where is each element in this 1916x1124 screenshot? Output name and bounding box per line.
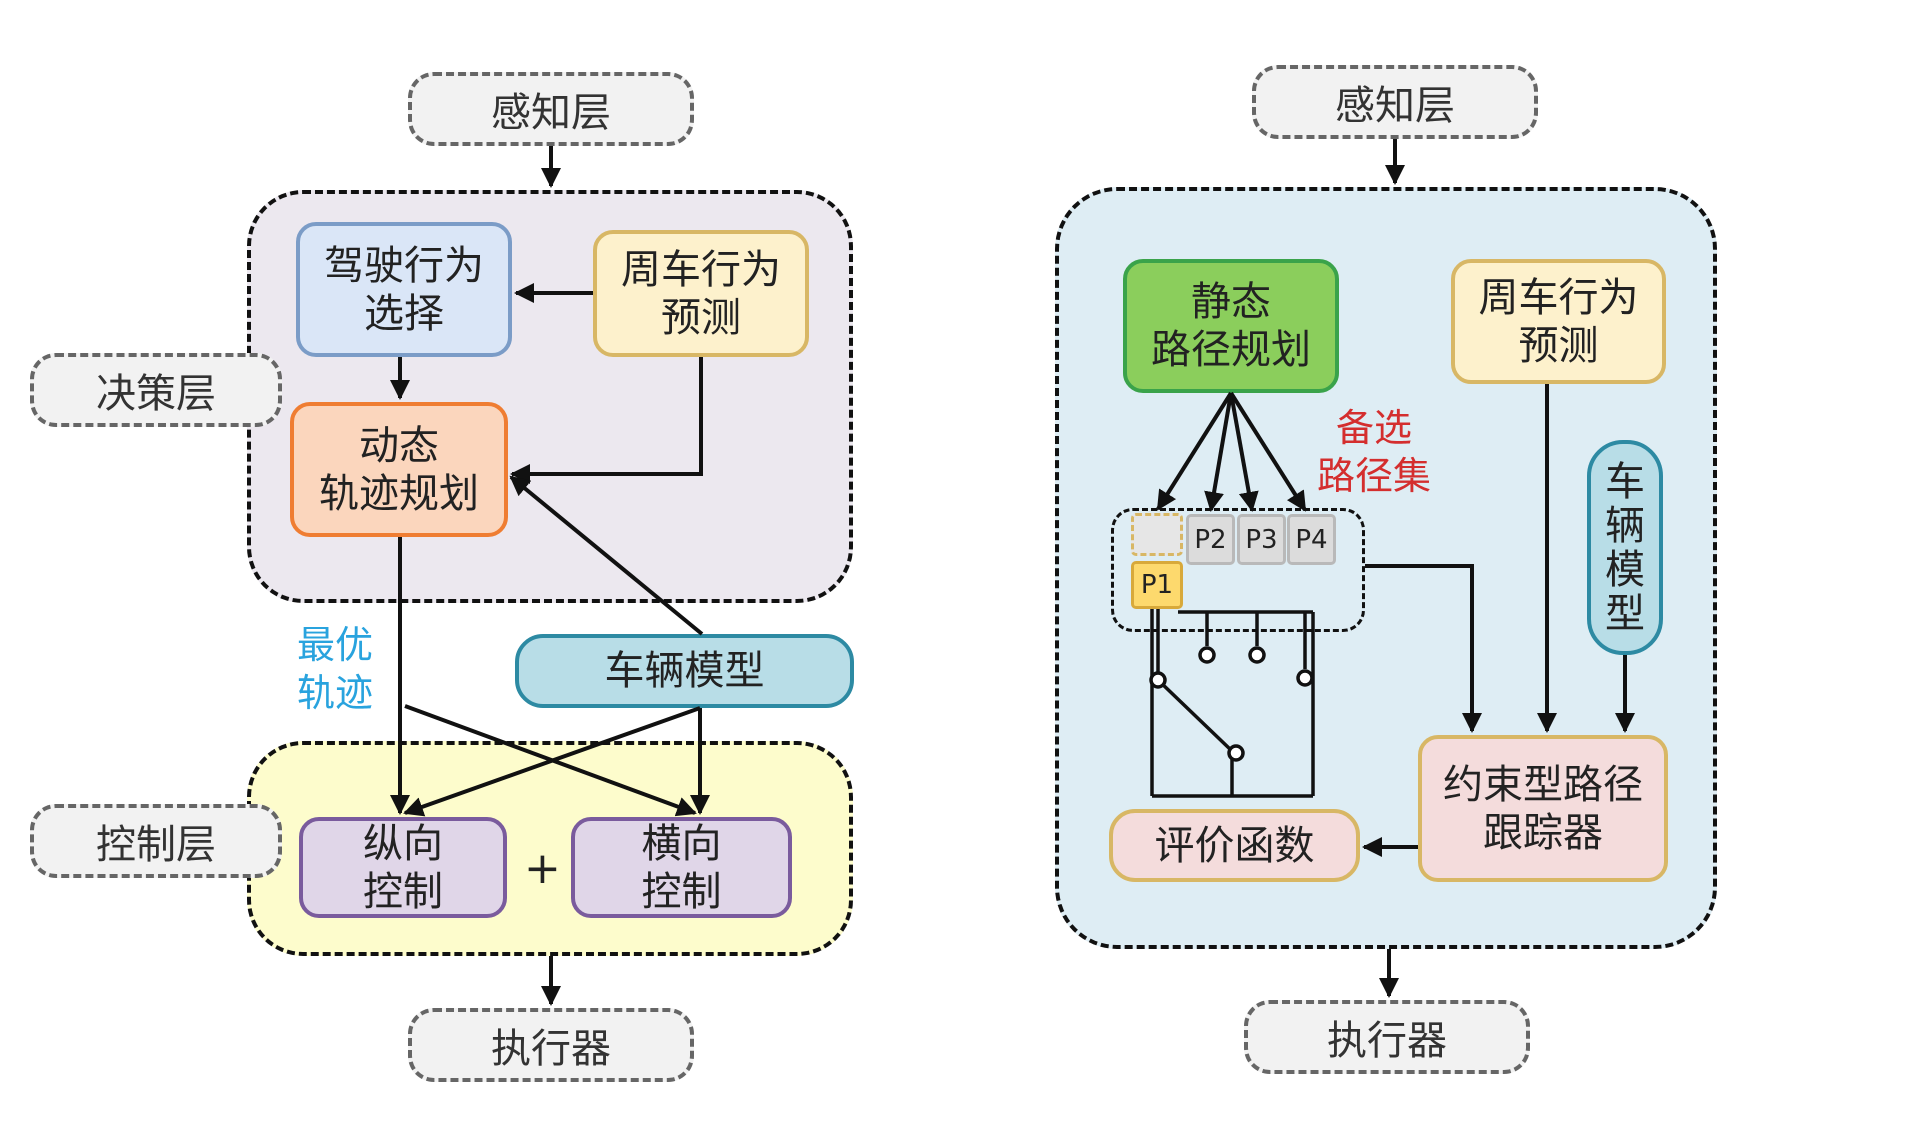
vehicle-model-char4: 型	[1605, 590, 1645, 637]
optimal-trajectory-line2: 轨迹	[296, 671, 373, 715]
lateral-line2: 控制	[641, 868, 722, 915]
perception-label-right: 感知层	[1335, 83, 1455, 129]
dynamic-planning-node: 动态 轨迹规划	[290, 402, 508, 537]
path-p3: P3	[1237, 514, 1286, 565]
vehicle-model-char1: 车	[1605, 458, 1645, 505]
surrounding-prediction-node-right: 周车行为 预测	[1451, 259, 1666, 384]
control-layer-label: 控制层	[96, 822, 216, 868]
candidate-paths-line1: 备选	[1335, 406, 1412, 450]
vehicle-model-char2: 辆	[1605, 502, 1645, 549]
decision-layer-tag: 决策层	[30, 353, 282, 427]
dynamic-planning-line1: 动态	[359, 422, 439, 469]
perception-layer-right: 感知层	[1252, 65, 1538, 139]
perception-layer-left: 感知层	[408, 72, 694, 146]
lateral-control-node: 横向 控制	[571, 817, 792, 918]
prediction-line1: 周车行为	[621, 246, 781, 293]
optimal-trajectory-label: 最优 轨迹	[285, 621, 385, 717]
path-p1: P1	[1131, 561, 1183, 609]
arrow-static-to-p2	[1204, 392, 1233, 512]
path-p2: P2	[1186, 514, 1235, 565]
vehicle-model-label: 车辆模型	[604, 648, 765, 694]
surrounding-prediction-node-left: 周车行为 预测	[593, 230, 809, 357]
candidate-paths-line2: 路径集	[1316, 454, 1431, 498]
arrow-prediction-to-planning	[510, 357, 703, 484]
static-planning-node: 静态 路径规划	[1123, 259, 1339, 393]
actuator-right: 执行器	[1244, 1000, 1530, 1074]
behavior-selection-line1: 驾驶行为	[324, 242, 484, 289]
longitudinal-control-node: 纵向 控制	[299, 817, 507, 918]
actuator-label: 执行器	[491, 1026, 611, 1072]
candidate-path-group	[1111, 508, 1365, 632]
arrow-vehicle-model-to-planning	[509, 475, 704, 636]
prediction-right-line1: 周车行为	[1478, 274, 1639, 321]
path-tracker-node: 约束型路径 跟踪器	[1418, 735, 1668, 882]
plus-sign: +	[524, 843, 561, 894]
optimal-trajectory-line1: 最优	[296, 623, 373, 667]
arrow-static-to-p3	[1229, 392, 1259, 512]
actuator-left: 执行器	[408, 1008, 694, 1082]
perception-label: 感知层	[491, 90, 611, 136]
arrow-static-to-p4	[1229, 391, 1307, 512]
vehicle-model-node-left: 车辆模型	[515, 634, 854, 708]
longitudinal-line2: 控制	[363, 868, 443, 915]
behavior-selection-node: 驾驶行为 选择	[296, 222, 512, 357]
vehicle-model-node-right: 车 辆 模 型	[1587, 440, 1663, 655]
lateral-line1: 横向	[641, 820, 722, 867]
control-layer-tag: 控制层	[30, 804, 282, 878]
tracker-line1: 约束型路径	[1443, 761, 1643, 808]
decision-layer-label: 决策层	[96, 371, 216, 417]
prediction-right-line2: 预测	[1518, 322, 1599, 369]
path-p4: P4	[1287, 514, 1336, 565]
evaluation-label: 评价函数	[1154, 822, 1315, 869]
candidate-paths-label: 备选 路径集	[1309, 404, 1439, 500]
vehicle-model-char3: 模	[1605, 546, 1645, 593]
actuator-label-right: 执行器	[1327, 1018, 1447, 1064]
static-planning-line2: 路径规划	[1151, 327, 1311, 373]
arrow-paths-to-tracker	[1365, 564, 1482, 733]
static-planning-line1: 静态	[1191, 279, 1271, 325]
tracker-line2: 跟踪器	[1483, 809, 1603, 856]
dynamic-planning-line2: 轨迹规划	[319, 470, 479, 517]
arrow-static-to-p1	[1156, 391, 1233, 511]
p1-placeholder	[1131, 513, 1183, 556]
selector-switch	[1149, 609, 1315, 798]
behavior-selection-line2: 选择	[364, 290, 444, 337]
arrow-vehicle-model-to-longitudinal	[403, 706, 701, 817]
longitudinal-line1: 纵向	[363, 820, 443, 867]
evaluation-function-node: 评价函数	[1109, 809, 1360, 882]
prediction-line2: 预测	[661, 294, 741, 341]
